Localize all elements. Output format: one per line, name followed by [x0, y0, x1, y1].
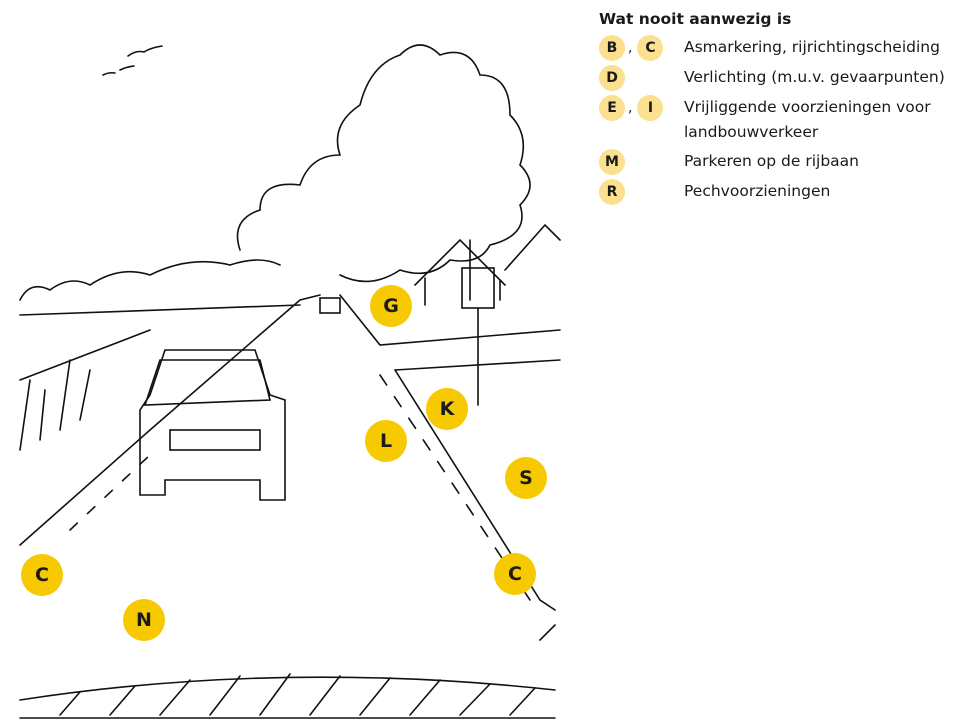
marker-n: N — [123, 599, 165, 641]
legend-label: Pechvoorzieningen — [684, 182, 831, 200]
legend-label: Verlichting (m.u.v. gevaarpunten) — [684, 68, 945, 86]
hedge — [19, 259, 301, 316]
car — [139, 349, 286, 501]
badge-i: I — [637, 95, 664, 121]
badge-c: C — [637, 35, 664, 61]
legend-item: D Verlichting (m.u.v. gevaarpunten) — [599, 65, 971, 91]
hatched-verge — [19, 673, 556, 719]
marker-g: G — [370, 285, 412, 327]
badge-b: B — [599, 35, 625, 61]
marker-s: S — [505, 457, 547, 499]
legend-label: Vrijliggende voorzieningen voor landbouw… — [684, 98, 931, 141]
badge-r: R — [599, 179, 625, 205]
marker-c-right: C — [494, 553, 536, 595]
legend-label: Parkeren op de rijbaan — [684, 152, 859, 170]
legend: Wat nooit aanwezig is B,C Asmarkering, r… — [599, 10, 971, 209]
road — [19, 294, 561, 641]
badge-e: E — [599, 95, 625, 121]
legend-title: Wat nooit aanwezig is — [599, 10, 792, 28]
legend-label: Asmarkering, rijrichtingscheiding — [684, 38, 940, 56]
badge-m: M — [599, 149, 625, 175]
badge-d: D — [599, 65, 625, 91]
tree — [236, 44, 531, 283]
legend-item: E,I Vrijliggende voorzieningen voor land… — [599, 95, 971, 145]
legend-item: R Pechvoorzieningen — [599, 179, 971, 205]
marker-c-left: C — [21, 554, 63, 596]
birds — [102, 45, 163, 76]
legend-item: M Parkeren op de rijbaan — [599, 149, 971, 175]
grass — [19, 329, 151, 451]
legend-item: B,C Asmarkering, rijrichtingscheiding — [599, 35, 971, 61]
distant-car — [319, 297, 341, 314]
marker-l: L — [365, 420, 407, 462]
house — [414, 223, 561, 406]
road-sketch-illustration — [19, 44, 561, 719]
marker-k: K — [426, 388, 468, 430]
